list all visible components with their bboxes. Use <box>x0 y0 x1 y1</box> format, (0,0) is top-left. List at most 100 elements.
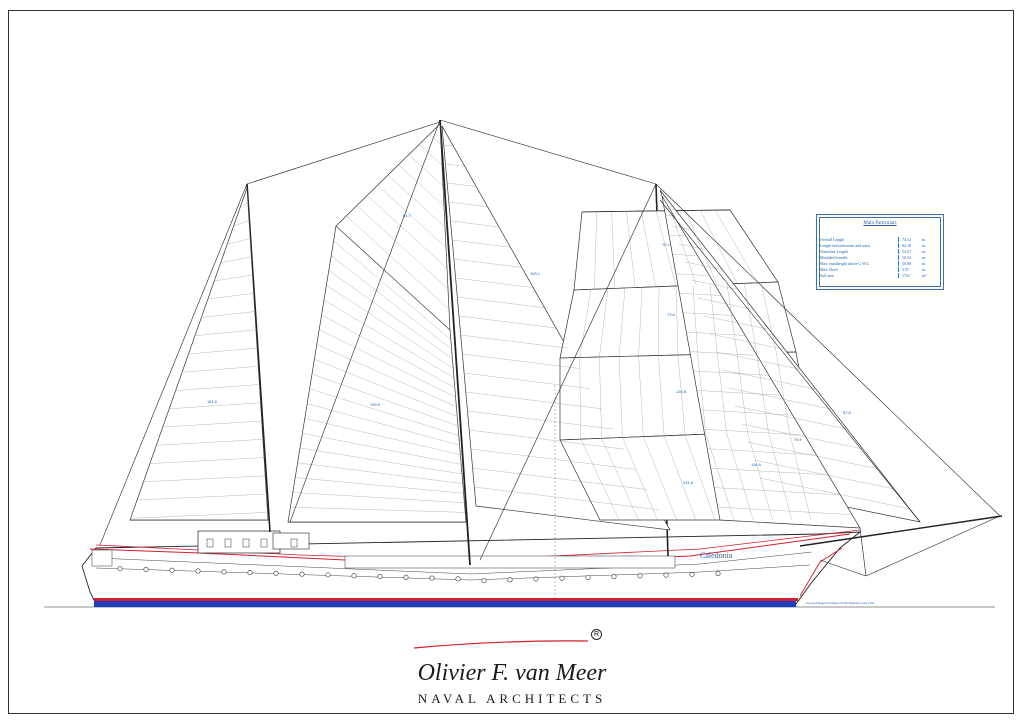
logo-subtitle: NAVAL ARCHITECTS <box>417 691 607 706</box>
sail-seam <box>311 373 459 427</box>
fore-topmast-stay <box>655 183 1001 517</box>
sail-seam <box>465 391 602 409</box>
porthole <box>247 570 253 576</box>
sail-seam <box>741 423 863 450</box>
sail-seam <box>457 296 545 308</box>
sail-label-fore-topgallant: 75.2 <box>662 242 670 247</box>
sail-seam <box>326 285 454 369</box>
sail-seam <box>333 240 451 340</box>
ship-name: Caledonia <box>700 551 733 560</box>
rubbing-strake <box>95 564 811 581</box>
antifouling-blue <box>94 601 796 607</box>
sail-seam <box>182 366 259 373</box>
sail-seam <box>450 220 500 228</box>
sail-seam <box>472 467 648 490</box>
sail-seam <box>443 144 454 147</box>
logo-name: Olivier F. van Meer <box>417 660 607 686</box>
sail-seam <box>728 387 832 410</box>
sheet-border <box>8 10 1014 714</box>
sail-seam <box>169 402 261 409</box>
porthole <box>481 578 487 584</box>
sail-seam <box>143 475 266 482</box>
particulars-divider <box>898 237 899 242</box>
particulars-value: 10.54 <box>902 255 911 260</box>
sail-seam <box>214 274 253 282</box>
sail-seam <box>726 433 754 521</box>
sail-seam <box>703 429 805 436</box>
sail-label-fore-course: 131.6 <box>683 480 694 485</box>
sail-seam <box>709 333 785 350</box>
main-topmast-stay <box>439 119 657 185</box>
fore-jibstay <box>659 199 921 523</box>
sail-label-staysail: 155.1 <box>530 271 541 276</box>
boot-top-red <box>94 598 798 601</box>
porthole <box>559 575 565 581</box>
sail-seam <box>672 254 698 256</box>
sail-seam <box>709 284 718 355</box>
sail-seam <box>323 299 455 379</box>
sail-seam <box>297 462 463 484</box>
sail-seam <box>175 384 260 391</box>
sail-seam <box>705 434 735 521</box>
sail-seam <box>686 331 746 336</box>
sail-label-jib-outer: 87.8 <box>843 410 851 415</box>
porthole <box>273 570 279 576</box>
porthole <box>611 574 617 580</box>
sail-seam <box>448 201 488 207</box>
sail-seam <box>458 315 557 329</box>
deckhouse-window <box>224 538 232 548</box>
particulars-value: 3.97 <box>902 267 909 272</box>
sail-seam <box>304 418 461 455</box>
sail-seam <box>722 369 817 390</box>
sail-label-main-gaff: 159.9 <box>370 402 381 407</box>
porthole <box>689 571 695 577</box>
logo-swoosh <box>413 640 589 649</box>
sail-seam <box>776 352 790 431</box>
porthole <box>637 573 643 579</box>
fore-backstay <box>479 183 657 561</box>
sail-seam <box>753 459 895 489</box>
sail-label-spanker: 161.6 <box>207 399 218 404</box>
sail-seam <box>599 288 609 358</box>
sail-seam <box>295 477 464 494</box>
sail-seam <box>462 353 579 369</box>
particulars-unit: m² <box>922 273 927 278</box>
particulars-value: 50.00 <box>902 261 911 266</box>
sail-seam <box>643 436 677 521</box>
sail-seam <box>679 293 722 296</box>
porthole <box>221 569 227 575</box>
sail-seam <box>419 144 443 166</box>
sail-seam <box>622 437 658 521</box>
particulars-value: 54.57 <box>902 249 911 254</box>
sail-seam <box>398 164 445 207</box>
dolphin-striker <box>819 559 867 577</box>
sail-seam <box>233 220 250 227</box>
sail-seam <box>469 429 625 450</box>
sail-seam <box>156 439 264 446</box>
sail-seam <box>611 211 615 289</box>
sail-seam <box>455 277 534 288</box>
deckhouse-window <box>260 538 268 548</box>
sail-seam <box>668 234 686 237</box>
sail-seam <box>641 211 656 287</box>
particulars-unit: m. <box>922 243 927 248</box>
sail-seam <box>601 438 639 521</box>
sail-seam <box>672 225 692 231</box>
sail-seam <box>201 311 256 318</box>
sail-seam <box>693 370 769 376</box>
sail-seam <box>464 372 591 389</box>
sail-seam <box>675 285 679 356</box>
sail-seam <box>700 210 738 284</box>
sail-seam <box>356 205 449 289</box>
sail-seam <box>579 357 582 440</box>
sail-seam <box>207 293 255 300</box>
sail-seam <box>367 195 448 269</box>
sail-seam <box>768 431 792 521</box>
sail-seam <box>467 410 614 430</box>
sail-seam <box>678 243 707 250</box>
sail-seam <box>638 287 643 357</box>
mizzen-backstay <box>99 183 248 546</box>
